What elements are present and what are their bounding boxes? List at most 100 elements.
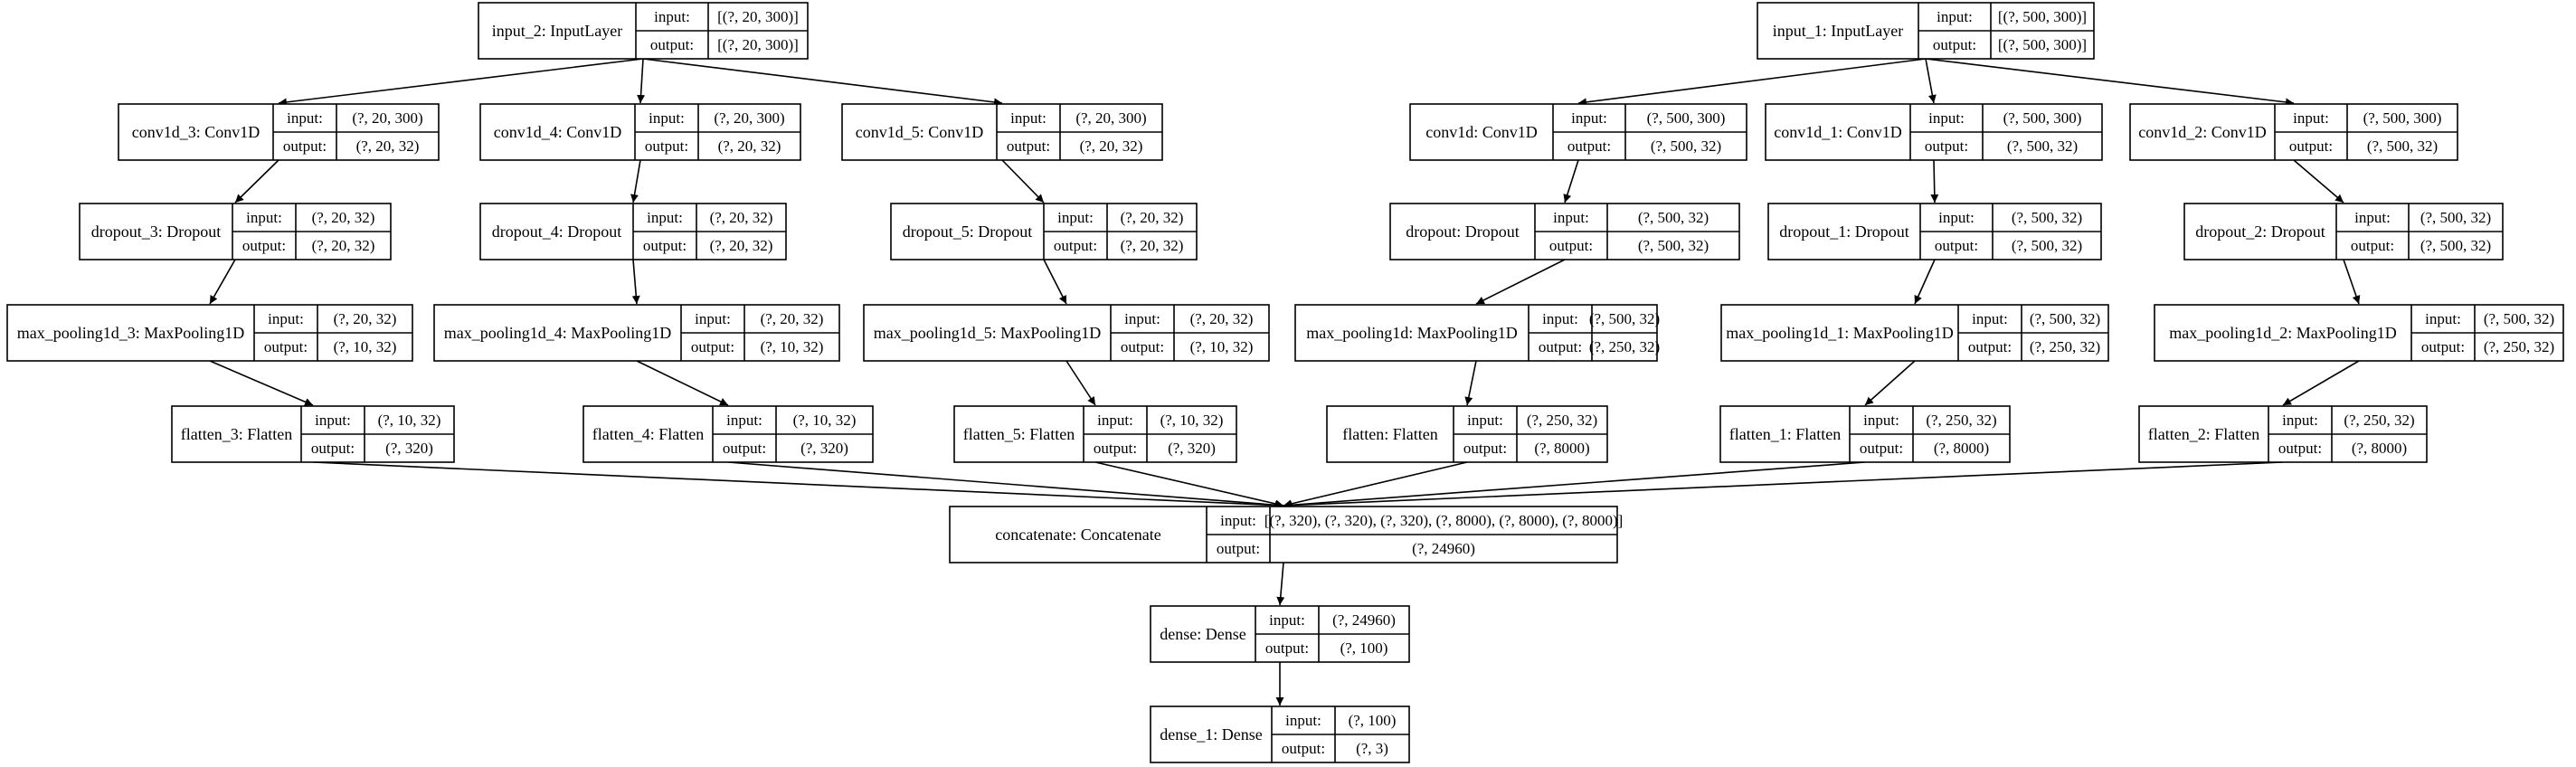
input-shape: (?, 20, 32) <box>334 310 397 327</box>
output-label: output: <box>650 36 694 53</box>
input-shape: [(?, 320), (?, 320), (?, 320), (?, 8000)… <box>1264 512 1624 529</box>
input-shape: (?, 500, 32) <box>2484 310 2554 327</box>
output-label: output: <box>1539 338 1582 355</box>
output-label: output: <box>1567 137 1611 155</box>
input-label: input: <box>1097 412 1133 429</box>
layer-node-max_pooling1d: max_pooling1d: MaxPooling1Dinput:output:… <box>1294 304 1660 362</box>
input-label: input: <box>1220 512 1256 529</box>
output-shape: (?, 500, 32) <box>1651 137 1721 155</box>
layer-name: dropout_4: Dropout <box>492 223 622 241</box>
edge-input_1-to-conv1d_1 <box>1925 58 1937 104</box>
layer-node-max_pooling1d_1: max_pooling1d_1: MaxPooling1Dinput:outpu… <box>1720 304 2109 362</box>
input-label: input: <box>2425 310 2461 327</box>
input-shape: (?, 10, 32) <box>793 412 857 429</box>
output-shape: (?, 250, 32) <box>2030 338 2100 355</box>
input-label: input: <box>315 412 351 429</box>
output-label: output: <box>1007 137 1050 155</box>
input-label: input: <box>1542 310 1578 327</box>
input-shape: (?, 20, 32) <box>1121 209 1184 226</box>
output-label: output: <box>283 137 327 155</box>
edge-input_2-to-conv1d_4 <box>637 58 646 104</box>
input-label: input: <box>654 8 690 25</box>
edge-dropout_2-to-max_pooling1d_2 <box>2343 259 2361 305</box>
layer-name: dropout_3: Dropout <box>91 223 222 241</box>
layer-name: dropout_5: Dropout <box>903 223 1033 241</box>
layer-node-max_pooling1d_4: max_pooling1d_4: MaxPooling1Dinput:outpu… <box>433 304 840 362</box>
input-shape: [(?, 500, 300)] <box>1998 8 2087 25</box>
layer-name: max_pooling1d_4: MaxPooling1D <box>444 324 672 342</box>
output-shape: (?, 10, 32) <box>761 338 824 355</box>
layer-name: conv1d_2: Conv1D <box>2138 123 2267 141</box>
input-label: input: <box>1057 209 1094 226</box>
input-label: input: <box>246 209 282 226</box>
output-label: output: <box>1935 237 1978 254</box>
input-shape: [(?, 20, 300)] <box>717 8 799 25</box>
edge-dropout_4-to-max_pooling1d_4 <box>631 259 640 305</box>
input-label: input: <box>1937 8 1973 25</box>
input-shape: (?, 500, 32) <box>1589 310 1660 327</box>
input-label: input: <box>287 109 323 127</box>
input-label: input: <box>1571 109 1607 127</box>
output-shape: (?, 20, 32) <box>710 237 773 254</box>
layer-node-concatenate: concatenate: Concatenateinput:output:[(?… <box>949 506 1624 563</box>
output-label: output: <box>2289 137 2333 155</box>
layer-name: conv1d_5: Conv1D <box>856 123 984 141</box>
input-shape: (?, 500, 300) <box>1647 109 1726 127</box>
input-shape: (?, 100) <box>1349 712 1397 729</box>
input-label: input: <box>2282 412 2318 429</box>
output-label: output: <box>1925 137 1968 155</box>
input-label: input: <box>695 310 731 327</box>
output-label: output: <box>1968 338 2012 355</box>
layer-name: dropout_1: Dropout <box>1779 223 1909 241</box>
edge-conv1d_4-to-dropout_4 <box>630 159 641 204</box>
layer-node-max_pooling1d_5: max_pooling1d_5: MaxPooling1Dinput:outpu… <box>863 304 1270 362</box>
output-shape: (?, 500, 32) <box>2007 137 2078 155</box>
layer-name: flatten_3: Flatten <box>181 425 292 443</box>
output-label: output: <box>1094 440 1137 457</box>
input-label: input: <box>647 209 683 226</box>
output-label: output: <box>1282 740 1325 757</box>
edge-flatten_4-to-concatenate <box>727 461 1284 509</box>
layer-name: input_2: InputLayer <box>492 22 622 40</box>
layer-node-dropout_5: dropout_5: Dropout input: output: (?, 20, 3… <box>890 203 1198 260</box>
input-shape: (?, 20, 300) <box>714 109 784 127</box>
output-label: output: <box>2421 338 2465 355</box>
edge-max_pooling1d_3-to-flatten_3 <box>209 360 314 406</box>
output-label: output: <box>2351 237 2394 254</box>
edge-max_pooling1d_1-to-flatten_1 <box>1864 360 1916 406</box>
input-shape: (?, 10, 32) <box>378 412 441 429</box>
input-shape: (?, 500, 32) <box>2420 209 2491 226</box>
layer-name: dense: Dense <box>1160 625 1245 643</box>
output-shape: (?, 500, 32) <box>1638 237 1709 254</box>
input-shape: (?, 20, 32) <box>312 209 375 226</box>
output-shape: (?, 20, 32) <box>312 237 375 254</box>
output-shape: [(?, 500, 300)] <box>1998 36 2087 53</box>
layer-name: conv1d_3: Conv1D <box>132 123 260 141</box>
input-label: input: <box>1269 611 1305 629</box>
output-shape: (?, 250, 32) <box>2484 338 2554 355</box>
output-label: output: <box>1933 36 1976 53</box>
edge-dropout_3-to-max_pooling1d_3 <box>209 259 236 305</box>
layer-name: max_pooling1d_1: MaxPooling1D <box>1726 324 1954 342</box>
input-shape: (?, 500, 300) <box>2003 109 2082 127</box>
layer-name: flatten_2: Flatten <box>2148 425 2259 443</box>
output-shape: (?, 8000) <box>1934 440 1989 457</box>
output-shape: (?, 8000) <box>1534 440 1589 457</box>
output-label: output: <box>1054 237 1097 254</box>
layer-name: concatenate: Concatenate <box>995 526 1160 544</box>
output-shape: (?, 320) <box>385 440 433 457</box>
output-shape: (?, 20, 32) <box>356 137 420 155</box>
